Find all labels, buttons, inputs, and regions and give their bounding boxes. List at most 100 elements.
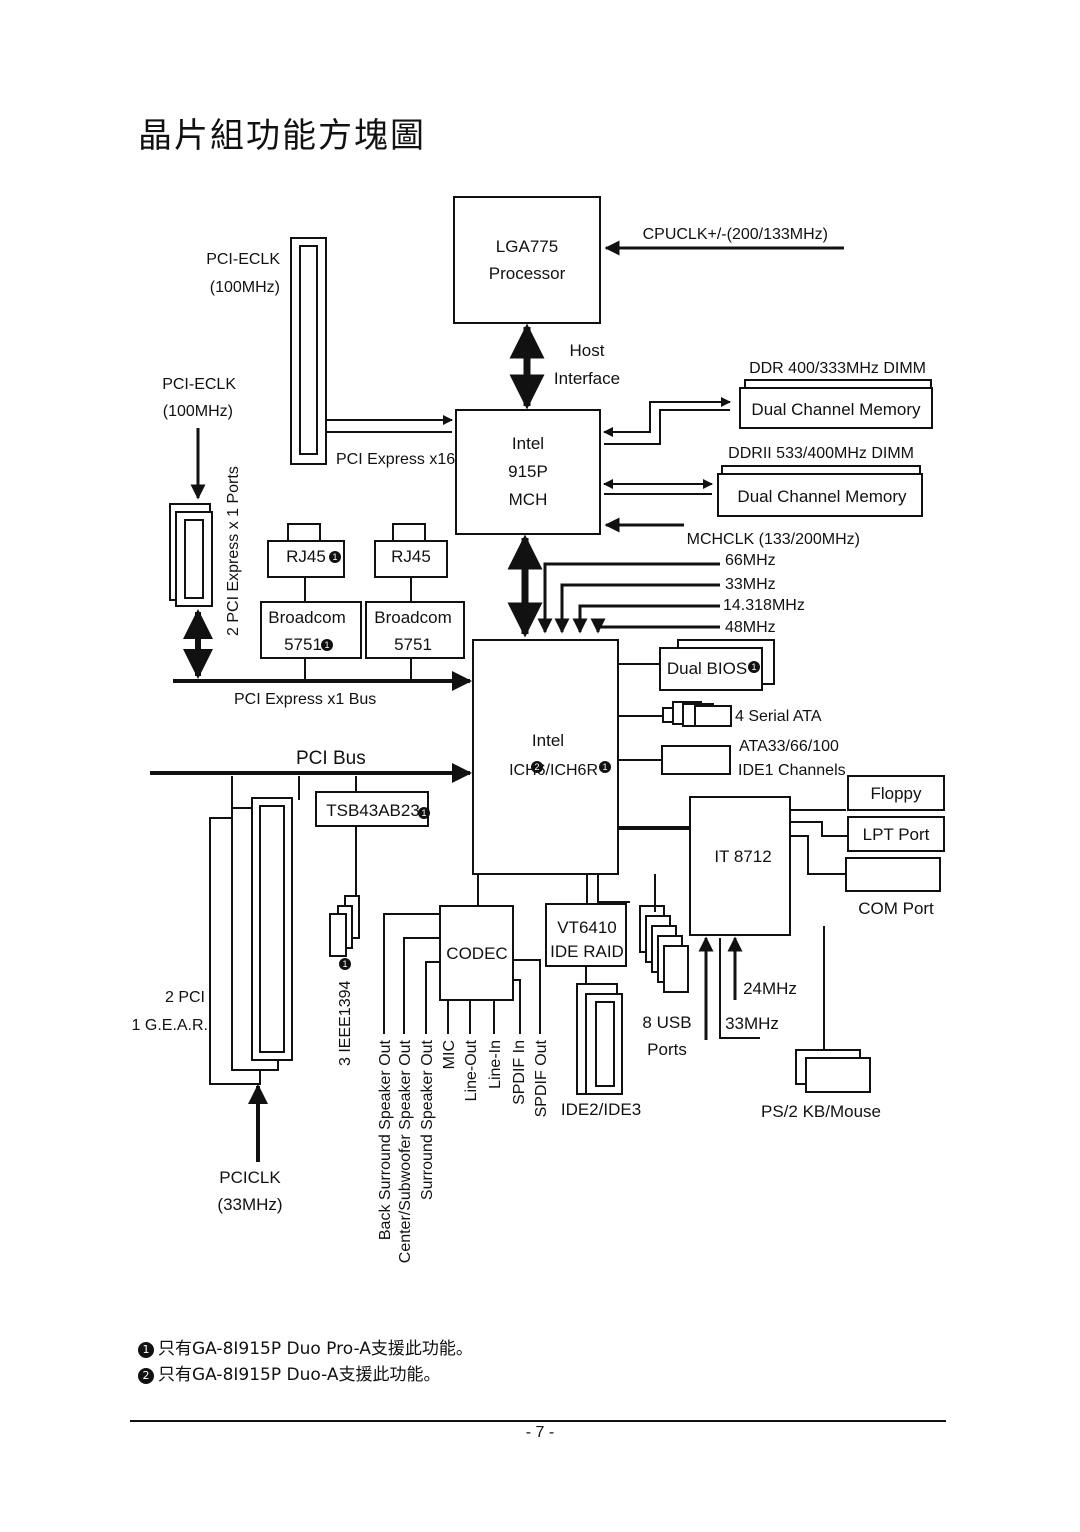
broadcom-b-label-1: Broadcom [374,608,451,627]
cpu-label-2: Processor [489,264,566,283]
com-link [790,835,846,875]
note-marker-text: 1 [332,552,337,562]
audio-line-back [383,913,440,1034]
lpt-label: LPT Port [863,825,930,844]
clk-33-line [554,583,720,634]
broadcom-b-label-2: 5751 [394,635,432,654]
ddr2-label: DDRII 533/400MHz DIMM [728,445,914,462]
broadcom-a-label-2: 5751 [284,635,322,654]
cpu-label-1: LGA775 [496,237,558,256]
pcie-x1-bus-label: PCI Express x1 Bus [234,691,376,708]
pcie-x1-ports-label: 2 PCI Express x 1 Ports [225,466,242,636]
page-title: 晶片組功能方塊圖 [138,116,426,156]
superio-box [689,796,791,936]
ich-label-1: Intel [532,731,564,750]
pci-bus-label: PCI Bus [296,748,366,769]
host-label-1: Host [570,341,605,360]
pcie-x16-slot-inner [299,245,318,455]
pci-slot-3 [251,797,293,1061]
audio-spdif-in: SPDIF In [511,1040,528,1105]
note-marker [321,639,333,651]
audio-line-out: Line-Out [463,1039,480,1101]
note-marker [418,807,430,819]
ps2-front [805,1057,871,1093]
ddr-channel-a [603,397,731,437]
usb-label-1: 8 USB [642,1013,691,1032]
vt6410-label-1: VT6410 [557,918,617,937]
audio-back-surround: Back Surround Speaker Out [377,1039,394,1240]
pcieclk2-label-1: PCI-ECLK [162,376,236,393]
ddr2-dual-channel: Dual Channel Memory [737,487,907,506]
ddr-channel-b [604,409,730,445]
note-marker-text: 1 [421,808,426,818]
note-marker-2: 2 [138,1368,154,1384]
ide2-front [585,993,623,1095]
broadcom-b-box [365,601,465,659]
pcie-x1-slot-front [175,511,213,607]
ide1-label-1: ATA33/66/100 [739,738,839,755]
com-box [845,857,941,892]
pciclk-label-2: (33MHz) [217,1195,282,1214]
audio-spdif-out: SPDIF Out [533,1039,550,1117]
pcie-x16-label: PCI Express x16 [336,451,455,468]
pciclk-label-1: PCICLK [219,1168,281,1187]
floppy-label: Floppy [870,784,922,803]
superio-clk24-label: 24MHz [743,979,797,998]
audio-center-subwoofer: Center/Subwoofer Speaker Out [397,1039,414,1263]
cpu-box [453,196,601,324]
mch-box [455,409,601,535]
ddr-dimm-front [739,387,933,429]
ich-label-2: ICH6/ICH6R [509,762,598,779]
footer-rule [130,1420,946,1422]
rj45-b-tab [392,523,426,543]
clk-48-label: 48MHz [725,619,776,636]
rj45-a-tab [287,523,321,543]
usb-link-a [597,874,630,903]
dual-bios-front [659,647,763,691]
ide2-inner [595,1001,615,1087]
note-marker-text: 1 [602,762,607,772]
sata-connector-3 [694,705,732,727]
clk-66-label: 66MHz [725,552,776,569]
audio-line-surround [425,961,440,1034]
ddr2-dimm-front [717,473,923,517]
audio-surround: Surround Speaker Out [419,1039,436,1200]
note-marker [748,661,760,673]
page-number: - 7 - [525,1424,555,1441]
pci-slots-label-2: 1 G.E.A.R. [132,1017,208,1034]
tsb-label: TSB43AB23 [326,801,420,820]
pcie-x1-slot-inner [184,519,204,599]
mch-label-2: 915P [508,462,548,481]
mch-label-3: MCH [509,490,548,509]
rj45-a-label: RJ45 [286,547,326,566]
superio-label: IT 8712 [714,847,771,866]
note-marker-text: 1 [751,662,756,672]
rj45-b-box [374,540,448,578]
audio-line-in: Line-In [487,1040,504,1089]
note-marker [339,958,351,970]
ide1-connector [661,745,731,775]
pcieclk1-label-1: PCI-ECLK [206,251,280,268]
pcieclk1-label-2: (100MHz) [210,279,280,296]
audio-line-center [403,937,440,1034]
footnote-1-text: 只有GA-8I915P Duo Pro-A支援此功能。 [158,1339,473,1359]
ddr-label: DDR 400/333MHz DIMM [749,360,926,377]
clk-66-line [537,562,720,634]
ieee1394-label: 3 IEEE1394 [337,981,354,1067]
mchclk-label: MCHCLK (133/200MHz) [687,531,860,548]
clk-14-label: 14.318MHz [723,597,805,614]
rj45-b-label: RJ45 [391,547,431,566]
broadcom-a-label-1: Broadcom [268,608,345,627]
ieee-port-3 [329,913,347,957]
lpt-link [790,821,848,837]
note-marker-text: 1 [342,959,347,969]
cpuclk-label: CPUCLK+/-(200/133MHz) [643,226,828,243]
usb-label-2: Ports [647,1040,687,1059]
note-marker [599,761,611,773]
broadcom-a-box [260,601,362,659]
ddr-dual-channel: Dual Channel Memory [751,400,921,419]
ich-box [472,639,619,875]
